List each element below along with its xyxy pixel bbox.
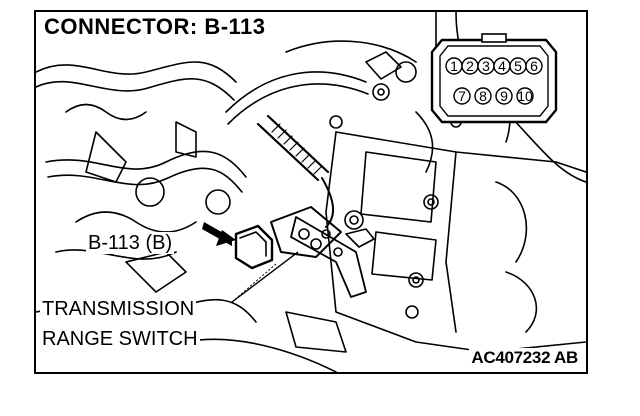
switch-label-line2: RANGE SWITCH: [40, 328, 200, 350]
pin-1-label: 1: [450, 58, 458, 74]
pin-5-label: 5: [514, 58, 522, 74]
connector-face: [430, 33, 558, 124]
switch-label-line1: TRANSMISSION: [40, 298, 197, 320]
figure-code: AC407232 AB: [469, 348, 580, 368]
pin-7-circle: [453, 87, 471, 105]
pin-2-label: 2: [466, 58, 474, 74]
pin-7-label: 7: [458, 88, 466, 104]
pin-8-circle: [474, 87, 492, 105]
pin-10-circle: [516, 87, 534, 105]
connector-title: CONNECTOR: B-113: [42, 14, 270, 40]
pin-6-label: 6: [530, 58, 538, 74]
pin-9-label: 9: [500, 88, 508, 104]
pin-4-label: 4: [498, 58, 506, 74]
pin-9-circle: [495, 87, 513, 105]
pin-10-label: 10: [517, 88, 533, 104]
pin-6-circle: [525, 57, 543, 75]
pin-8-label: 8: [479, 88, 487, 104]
connector-callout-label: B-113 (B): [86, 232, 175, 254]
pin-3-label: 3: [482, 58, 490, 74]
